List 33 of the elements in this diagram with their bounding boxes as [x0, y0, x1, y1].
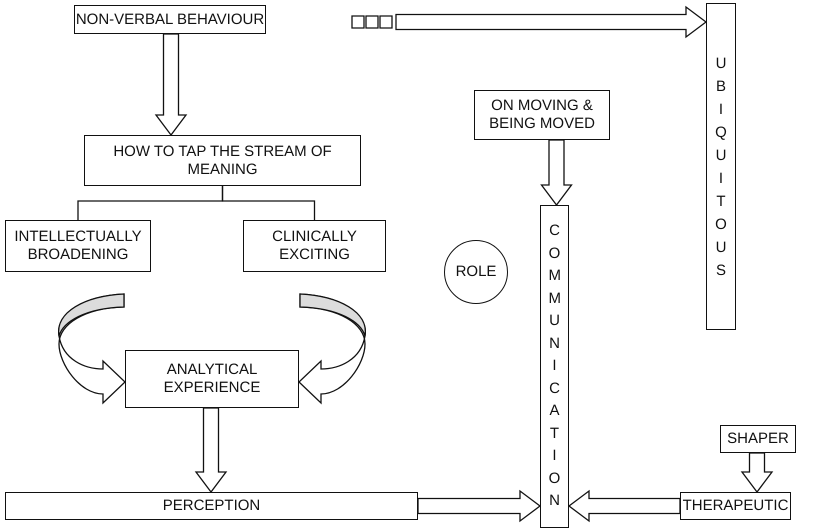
text-box	[84, 135, 361, 186]
connector-line	[222, 186, 316, 220]
box-label: PERCEPTION	[162, 497, 262, 515]
vertical-box	[706, 3, 736, 330]
text-box	[74, 5, 266, 34]
block-arrow	[417, 490, 542, 522]
text-box	[680, 492, 791, 520]
block-arrow	[568, 490, 681, 522]
box-label: NON-VERBAL BEHAVIOUR	[74, 10, 266, 28]
box-label: INTELLECTUALLY BROADENING	[13, 228, 143, 264]
box-label: ROLE	[454, 263, 498, 281]
text-box	[474, 90, 610, 140]
curved-arrow	[298, 293, 366, 404]
block-arrow	[154, 33, 188, 136]
text-box	[125, 350, 299, 408]
box-label: THERAPEUTIC	[682, 497, 790, 515]
block-arrow	[395, 6, 708, 38]
box-label: ANALYTICAL EXPERIENCE	[162, 361, 262, 397]
box-label: ON MOVING & BEING MOVED	[488, 97, 596, 133]
vertical-label: COMMUNICATION	[548, 221, 560, 512]
curved-arrow	[58, 293, 126, 404]
vertical-box	[540, 205, 569, 528]
block-arrow	[540, 139, 573, 206]
block-arrow	[740, 452, 774, 494]
box-label: HOW TO TAP THE STREAM OF MEANING	[112, 142, 333, 178]
text-box	[5, 492, 418, 520]
box-label: SHAPER	[726, 430, 790, 448]
box-label: CLINICALLY EXCITING	[271, 228, 358, 264]
text-box	[720, 425, 796, 453]
block-arrow	[194, 407, 228, 494]
text-box	[243, 220, 386, 272]
vertical-label: UBIQUITOUS	[715, 54, 727, 280]
text-box	[5, 220, 151, 272]
